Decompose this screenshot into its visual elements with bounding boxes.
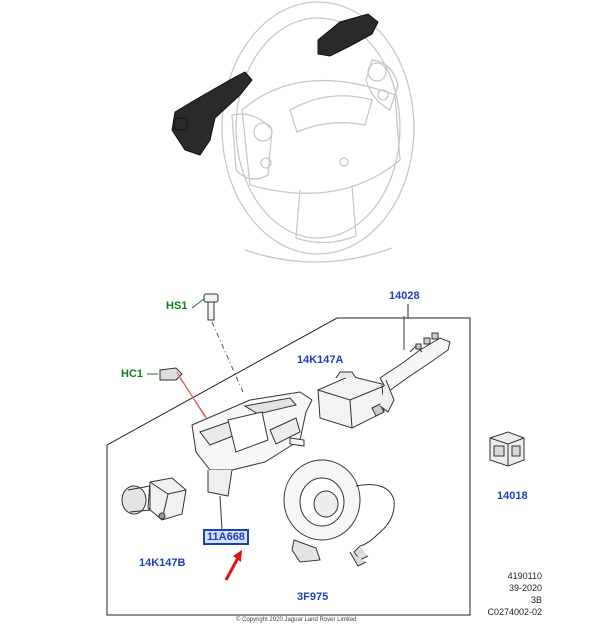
switch-14018 [489, 431, 525, 467]
copyright-notice: © Copyright 2020 Jaguar Land Rover Limit… [236, 617, 357, 623]
switch-module-14k147a [317, 371, 385, 429]
assembly-frame [106, 304, 471, 616]
switch-14k147b [121, 477, 187, 521]
callout-hc1[interactable]: HC1 [121, 368, 144, 380]
column-switches-silhouette [171, 13, 379, 156]
clip-hc1 [147, 367, 211, 424]
clockspring-3f975 [283, 459, 395, 567]
callout-11a668[interactable]: 11A668 [203, 529, 249, 545]
stalk-14028 [379, 316, 451, 413]
callout-14k147b[interactable]: 14K147B [139, 557, 186, 569]
callout-14k147a[interactable]: 14K147A [297, 354, 344, 366]
reference-line-3: 3B [530, 595, 542, 605]
bolt-centerline [211, 321, 244, 393]
reference-block: 4190110 39-2020 3B C0274002-02 [487, 570, 542, 618]
reference-line-1: 4190110 [507, 571, 542, 581]
callout-3f975[interactable]: 3F975 [297, 591, 329, 603]
steering-wheel-illustration [221, 1, 415, 263]
pointer-arrow [224, 550, 242, 581]
reference-line-4: C0274002-02 [487, 607, 542, 617]
callout-14018[interactable]: 14018 [497, 490, 528, 502]
callout-hs1[interactable]: HS1 [166, 300, 188, 312]
reference-line-2: 39-2020 [508, 583, 542, 593]
callout-14028[interactable]: 14028 [389, 290, 420, 302]
bolt-hs1 [191, 293, 219, 321]
steering-column-housing [191, 391, 313, 531]
